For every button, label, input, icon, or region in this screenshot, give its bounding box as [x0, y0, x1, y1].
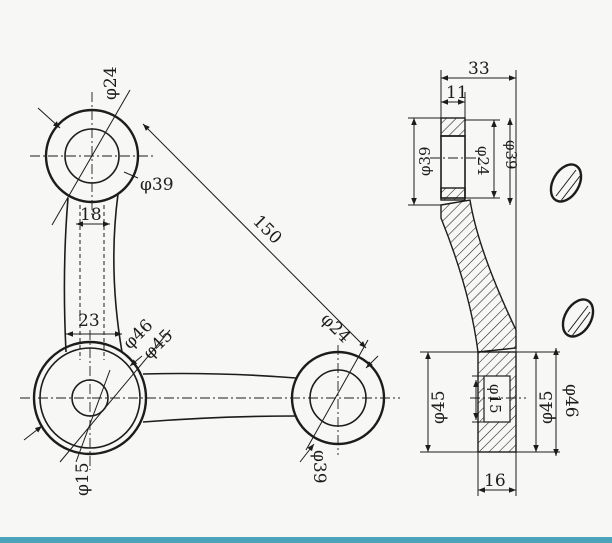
front-view: φ24 φ39 150 18 23 φ46 φ45 φ15 φ24 φ39	[20, 66, 400, 496]
side-view: 33 11 φ39 φ24 φ39 φ45 φ15 φ45 φ46 16	[408, 59, 581, 496]
dim-bottom-hole: φ15	[73, 462, 93, 496]
dim-top-hole: φ24	[101, 66, 121, 100]
dim-top-inner-dia: φ24	[474, 146, 492, 176]
top-boss	[30, 92, 155, 215]
horizontal-arm	[142, 372, 297, 423]
dim-bottom-inner-dia: φ45	[537, 390, 557, 424]
dim-center-distance: 150	[248, 211, 285, 248]
dim-bottom-right-dia: φ46	[561, 384, 581, 418]
dim-right-boss: φ39	[309, 450, 329, 484]
dim-overall-width: 33	[468, 59, 490, 79]
dim-top-right-dia: φ39	[502, 140, 520, 170]
dim-bottom-left-dia: φ45	[429, 390, 449, 424]
front-dimension-lines	[23, 89, 379, 463]
right-boss	[290, 345, 386, 455]
side-dimension-lines	[408, 70, 560, 496]
dim-bottom-hole-dia: φ15	[486, 384, 504, 414]
dim-top-arm-width: 18	[80, 205, 102, 225]
bottom-boss	[20, 330, 400, 470]
bottom-strip	[0, 537, 612, 543]
dim-bottom-arm-width: 23	[78, 311, 100, 331]
dim-right-hole: φ24	[316, 309, 354, 347]
section-symbol-lower	[561, 298, 595, 338]
dim-top-left-dia: φ39	[416, 146, 434, 176]
dim-top-boss: φ39	[140, 175, 174, 195]
arm-section	[440, 199, 517, 353]
dim-top-thickness: 11	[446, 83, 468, 103]
section-symbol-upper	[549, 163, 583, 203]
dim-bottom-thickness: 16	[484, 471, 506, 491]
top-boss-section	[440, 117, 466, 137]
